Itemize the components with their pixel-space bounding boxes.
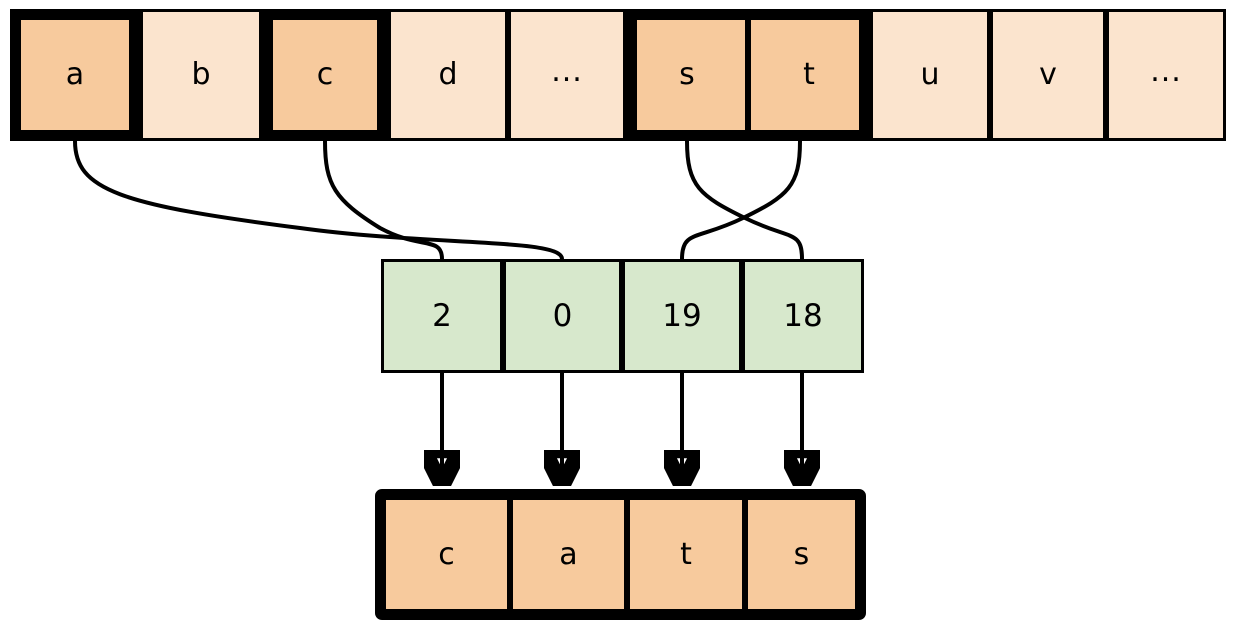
alphabet-cell-s[interactable]: s	[626, 9, 748, 141]
alphabet-cell-c-label: c	[316, 57, 334, 92]
output-cell-2[interactable]: t	[627, 500, 745, 609]
connector-t-to-index-2	[680, 140, 802, 260]
index-cell-1[interactable]: 0	[503, 259, 622, 373]
connector-s-to-index-3	[685, 140, 804, 260]
alphabet-cell-a[interactable]: a	[10, 9, 140, 141]
alphabet-cell-v[interactable]: v	[990, 9, 1106, 141]
index-cell-0[interactable]: 2	[381, 259, 503, 373]
alphabet-cell-a-label: a	[65, 57, 85, 92]
alphabet-cell-ellipsis-left-label: ...	[551, 54, 583, 89]
alphabet-cell-u[interactable]: u	[870, 9, 990, 141]
connector-c-to-index-0	[323, 140, 444, 260]
output-cell-3[interactable]: s	[745, 500, 855, 609]
index-row: 2 0 19 18	[381, 259, 864, 373]
index-cell-2[interactable]: 19	[622, 259, 742, 373]
output-cell-0-label: c	[438, 536, 455, 572]
output-cell-3-label: s	[793, 536, 810, 572]
connector-a-to-index-1	[73, 140, 564, 260]
alphabet-cell-ellipsis-right-label: ...	[1150, 54, 1182, 89]
alphabet-cell-v-label: v	[1039, 57, 1057, 92]
index-cell-1-value: 0	[552, 297, 573, 334]
alphabet-cell-b[interactable]: b	[140, 9, 262, 141]
index-cell-0-value: 2	[432, 297, 452, 334]
index-cell-3[interactable]: 18	[742, 259, 864, 373]
output-cell-2-label: t	[680, 536, 692, 572]
alphabet-cell-d[interactable]: d	[388, 9, 508, 141]
alphabet-cell-c[interactable]: c	[262, 9, 388, 141]
alphabet-cell-d-label: d	[438, 57, 458, 92]
alphabet-cell-t-label: t	[803, 57, 815, 92]
alphabet-row: a b c d ... s t u v ...	[10, 9, 1226, 141]
output-cell-1[interactable]: a	[510, 500, 627, 609]
output-cell-1-label: a	[559, 536, 578, 572]
alphabet-cell-ellipsis-left: ...	[508, 9, 626, 141]
index-cell-2-value: 19	[662, 297, 702, 334]
alphabet-cell-ellipsis-right: ...	[1106, 9, 1226, 141]
output-cell-0[interactable]: c	[386, 500, 510, 609]
output-row: c a t s	[375, 489, 866, 620]
index-cell-3-value: 18	[783, 297, 823, 334]
alphabet-cell-u-label: u	[920, 57, 940, 92]
alphabet-cell-s-label: s	[679, 57, 695, 92]
alphabet-cell-t[interactable]: t	[748, 9, 870, 141]
alphabet-cell-b-label: b	[191, 57, 211, 92]
